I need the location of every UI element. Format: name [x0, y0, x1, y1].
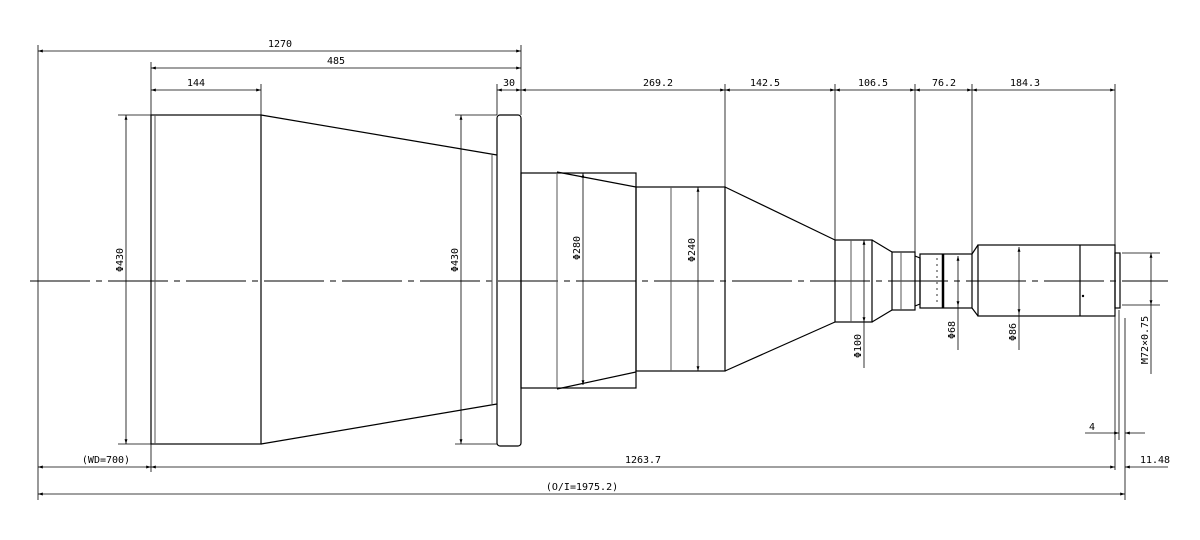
lens-body: [150, 114, 1121, 447]
dim-142-5: 142.5: [750, 78, 780, 89]
dia-240: Φ240: [687, 238, 698, 262]
dim-working-distance: (WD=700): [82, 455, 130, 466]
dim-76-2: 76.2: [932, 78, 956, 89]
dim-106-5: 106.5: [858, 78, 888, 89]
dia-100: Φ100: [853, 334, 864, 358]
dim-1263-7: 1263.7: [625, 455, 661, 466]
dim-144: 144: [187, 78, 205, 89]
dia-86: Φ86: [1008, 323, 1019, 341]
dim-485: 485: [327, 56, 345, 67]
dia-430-front: Φ430: [115, 248, 126, 272]
mount-thread-m72: M72×0.75: [1140, 316, 1151, 364]
dim-1270: 1270: [268, 39, 292, 50]
dia-280: Φ280: [572, 236, 583, 260]
dim-object-image: (O/I=1975.2): [546, 482, 618, 493]
dim-30: 30: [503, 78, 515, 89]
dim-184-3: 184.3: [1010, 78, 1040, 89]
dia-68: Φ68: [947, 321, 958, 339]
dimension-lines: [38, 49, 1168, 496]
dim-11-48: 11.48: [1140, 455, 1170, 466]
dim-4: 4: [1089, 422, 1095, 433]
dia-430-flange: Φ430: [450, 248, 461, 272]
dim-269-2: 269.2: [643, 78, 673, 89]
dimension-labels: 1270 485 144 30 269.2 142.5 106.5 76.2 1…: [82, 39, 1170, 493]
extension-lines: [37, 45, 1160, 500]
